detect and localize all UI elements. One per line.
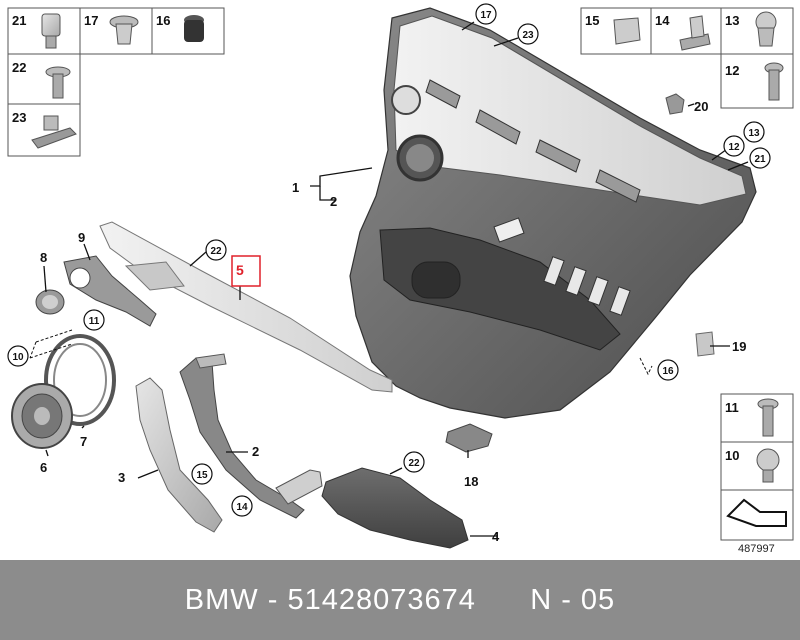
clip-14-icon: [679, 15, 711, 51]
arrow-symbol-icon: [726, 498, 787, 527]
callout-4: 4: [492, 529, 500, 544]
callout-2b: 2: [252, 444, 259, 459]
callout-11: 11: [89, 316, 100, 327]
legend-left: 21 17 16 22 23: [7, 7, 225, 157]
callout-5: 5: [236, 262, 244, 278]
screw-11-icon: [757, 398, 779, 437]
legend-label-16: 16: [156, 13, 170, 28]
callouts: 1 2 2 3 4 5 6 7 8 9 18 19 20 17 23 12 13…: [7, 3, 771, 544]
diagram-id: 487997: [738, 543, 775, 555]
callout-20: 20: [694, 99, 708, 114]
nut-10-icon: [756, 448, 780, 483]
footer-code: N - 05: [530, 583, 616, 616]
speaker-6: [11, 383, 73, 449]
callout-16: 16: [662, 366, 674, 377]
callout-15: 15: [196, 470, 208, 481]
screw-12-icon: [764, 62, 784, 101]
nut-13-icon: [755, 11, 777, 47]
parts-diagram: 21 17 16 22 23: [7, 3, 794, 555]
callout-19: 19: [732, 339, 746, 354]
callout-6: 6: [40, 460, 47, 475]
callout-22: 22: [210, 246, 222, 257]
legend-right: 15 14 13 12: [580, 7, 794, 109]
speaker-cover-8: [35, 289, 65, 315]
callout-8: 8: [40, 250, 47, 265]
leader-lines: [29, 21, 749, 537]
clip-21-icon: [41, 13, 61, 49]
callout-9: 9: [78, 230, 85, 245]
speaker-bracket-9: [63, 255, 157, 327]
legend-label-15: 15: [585, 13, 599, 28]
callout-22b: 22: [408, 458, 420, 469]
callout-14: 14: [236, 502, 248, 513]
footer-brand: BMW: [184, 583, 259, 616]
footer-separator: -: [258, 583, 288, 616]
highlight-box: [231, 255, 261, 287]
callout-21: 21: [754, 154, 766, 165]
footer-gap: [476, 584, 530, 617]
callout-1: 1: [292, 180, 299, 195]
callout-23: 23: [522, 30, 534, 41]
bracket-23-icon: [31, 115, 77, 149]
legend-label-23: 23: [12, 110, 26, 125]
legend-label-12: 12: [725, 63, 739, 78]
clip-20: [665, 93, 685, 115]
legend-label-11: 11: [725, 400, 739, 415]
plug-16-icon: [184, 15, 204, 42]
armrest-4: [321, 467, 469, 549]
callout-10: 10: [12, 352, 24, 363]
door-trim-panel: [349, 7, 757, 419]
footer-part-number: 51428073674: [287, 583, 476, 616]
legend-label-14: 14: [655, 13, 670, 28]
legend-label-13: 13: [725, 13, 739, 28]
handle-carrier-2: [179, 353, 323, 519]
screw-22-icon: [45, 66, 71, 99]
speaker-frame-7: [44, 334, 116, 426]
legend-label-10: 10: [725, 448, 739, 463]
callout-12: 12: [728, 142, 740, 153]
callout-2: 2: [330, 194, 337, 209]
legend-bottom-right: 11 10 487997: [720, 393, 794, 555]
callout-7: 7: [80, 434, 87, 449]
grab-handle-3: [135, 377, 223, 533]
legend-label-17: 17: [84, 13, 98, 28]
callout-18: 18: [464, 474, 478, 489]
legend-label-22: 22: [12, 60, 26, 75]
pillar-trim-5: [99, 221, 393, 393]
callout-13: 13: [748, 128, 760, 139]
cover-19: [695, 331, 715, 357]
callout-17: 17: [480, 10, 492, 21]
clip-17-icon: [109, 15, 139, 45]
clip-15-icon: [613, 17, 641, 45]
switch-18: [445, 423, 493, 453]
legend-label-21: 21: [12, 13, 26, 28]
part-number-banner: BMW - 51428073674 N - 05: [0, 560, 800, 640]
callout-3: 3: [118, 470, 125, 485]
